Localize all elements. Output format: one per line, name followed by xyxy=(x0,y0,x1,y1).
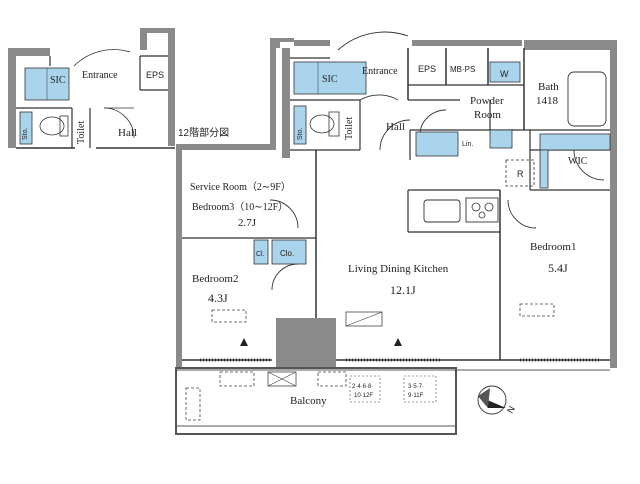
sic-label: SIC xyxy=(322,74,338,85)
fridge xyxy=(505,159,535,187)
lin-label: Lin. xyxy=(462,141,473,148)
main-plan: SIC Entrance EPS MB·PS W Bath 1418 Powde… xyxy=(175,31,617,435)
eps-label: EPS xyxy=(418,64,436,74)
inset-entrance-label: Entrance xyxy=(82,70,118,81)
fridge-label: R xyxy=(517,169,524,179)
floors-b2-label: 9·11F xyxy=(408,393,424,399)
powder-label: Powder xyxy=(470,95,504,107)
powder-room-label: Room xyxy=(474,109,501,121)
sto-cabinet xyxy=(293,105,307,145)
ldk-size-label: 12.1J xyxy=(390,283,416,297)
compass-label: N xyxy=(505,404,517,415)
bath-size-label: 1418 xyxy=(536,95,559,107)
bedroom2-label: Bedroom2 xyxy=(192,273,238,285)
bedroom2-size-label: 4.3J xyxy=(208,291,228,305)
mbps-label: MB·PS xyxy=(450,65,475,74)
toilet-label: Toilet xyxy=(344,117,355,140)
wash-fixture xyxy=(489,61,521,83)
balcony-label: Balcony xyxy=(290,395,327,407)
cl-closet xyxy=(253,239,269,265)
wic-shelf xyxy=(539,133,611,151)
inset-toilet-label: Toilet xyxy=(76,121,87,144)
cl-label: Cl. xyxy=(256,251,265,258)
kitchen-sink xyxy=(423,199,461,223)
compass-icon xyxy=(477,385,507,415)
inset-hall-label: Hall xyxy=(118,127,137,139)
clo-label: Clo. xyxy=(280,249,294,258)
toilet-fixture xyxy=(309,114,335,134)
bath-label: Bath xyxy=(538,81,559,93)
floors-a-label: 2·4·6·8· xyxy=(352,384,373,390)
bedroom1-label: Bedroom1 xyxy=(530,241,576,253)
bathtub xyxy=(567,71,607,127)
hall-label: Hall xyxy=(386,121,405,133)
inset-sto-label: Sto. xyxy=(22,127,29,140)
stove xyxy=(465,197,499,223)
service-size-label: 2.7J xyxy=(238,217,257,229)
balcony-area xyxy=(175,367,457,435)
service-room-label: Service Room（2∼9F） xyxy=(190,181,291,193)
inset-sic-label: SIC xyxy=(50,75,66,86)
bedroom1-size-label: 5.4J xyxy=(548,261,568,275)
wash-label: W xyxy=(500,69,509,79)
floors-b-label: 3·5·7· xyxy=(408,384,424,390)
clo-closet xyxy=(271,239,307,265)
floor-note: 12階部分図 xyxy=(178,126,229,139)
sic-cabinet xyxy=(293,61,367,95)
bedroom3-label: Bedroom3（10∼12F） xyxy=(192,201,288,213)
lin-cabinet xyxy=(415,131,459,157)
sto-label: Sto. xyxy=(297,127,304,140)
inset-plan: SIC Entrance EPS Sto. Toilet Hall 12階部分図 xyxy=(8,28,229,149)
entrance-label: Entrance xyxy=(362,66,398,77)
floors-a2-label: 10·12F xyxy=(354,393,373,399)
inset-eps-label: EPS xyxy=(146,70,164,80)
north-compass: N xyxy=(477,385,517,415)
ldk-label: Living Dining Kitchen xyxy=(348,263,449,275)
wic-label: WIC xyxy=(568,156,588,167)
powder-sink xyxy=(489,129,513,149)
